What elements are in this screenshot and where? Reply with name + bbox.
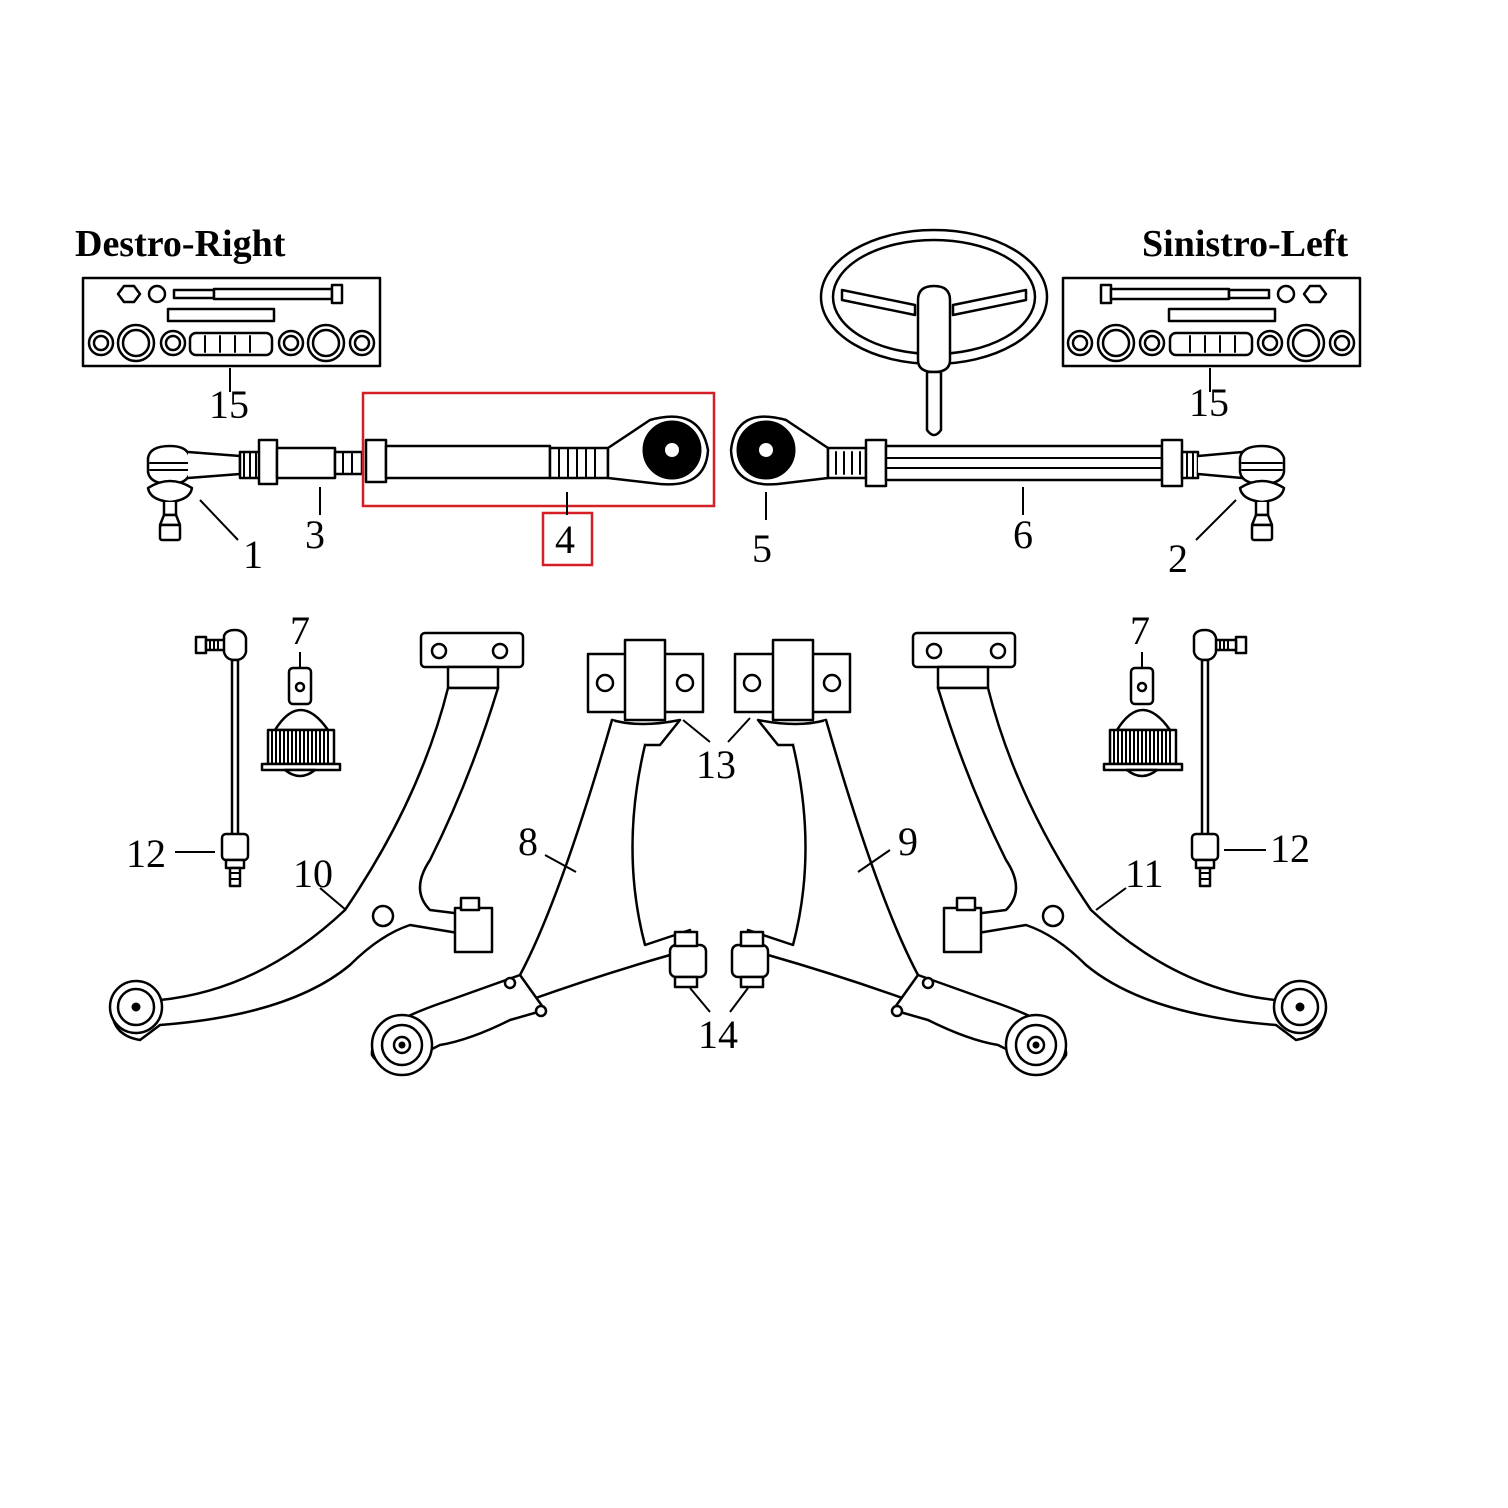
inner-tie-rod-right — [257, 438, 364, 486]
stabilizer-link-icon — [1190, 628, 1248, 888]
control-arm-icon — [108, 631, 525, 1042]
callout-1: 1 — [243, 532, 263, 577]
callout-11: 11 — [1125, 851, 1164, 896]
callout-6: 6 — [1013, 512, 1033, 557]
control-arm-icon — [911, 631, 1328, 1042]
control-arm-icon — [370, 638, 708, 1077]
callout-5: 5 — [752, 526, 772, 571]
heading-left: Sinistro-Left — [1142, 223, 1349, 265]
tie-rod-end-icon — [1180, 444, 1286, 542]
repair-kit-icon — [81, 276, 382, 368]
callout-15-right: 15 — [209, 382, 249, 427]
callout-9: 9 — [898, 819, 918, 864]
repair-kit-icon — [1061, 276, 1362, 368]
steering-rack-right — [364, 415, 710, 486]
callout-12-right: 12 — [126, 831, 166, 876]
callout-15-left: 15 — [1189, 380, 1229, 425]
callout-8: 8 — [518, 819, 538, 864]
callout-2: 2 — [1168, 536, 1188, 581]
steering-wheel-icon — [819, 228, 1049, 437]
steering-rack-left — [729, 415, 888, 488]
callout-7-left: 7 — [1130, 608, 1150, 653]
highlight-box — [361, 391, 716, 508]
control-arm-icon — [730, 638, 1068, 1077]
stabilizer-link-icon — [194, 628, 250, 888]
tie-rod-end-icon — [146, 444, 262, 542]
callout-3: 3 — [305, 512, 325, 557]
callout-10: 10 — [293, 851, 333, 896]
callout-14: 14 — [698, 1012, 738, 1057]
ball-joint-icon — [260, 666, 342, 778]
heading-right: Destro-Right — [75, 223, 286, 265]
callout-13: 13 — [696, 742, 736, 787]
ball-joint-icon — [1102, 666, 1184, 778]
leader-lines — [175, 368, 1266, 1013]
callout-7-right: 7 — [290, 608, 310, 653]
callout-12-left: 12 — [1270, 826, 1310, 871]
inner-tie-rod-left — [884, 438, 1184, 488]
callout-4: 4 — [555, 517, 575, 562]
